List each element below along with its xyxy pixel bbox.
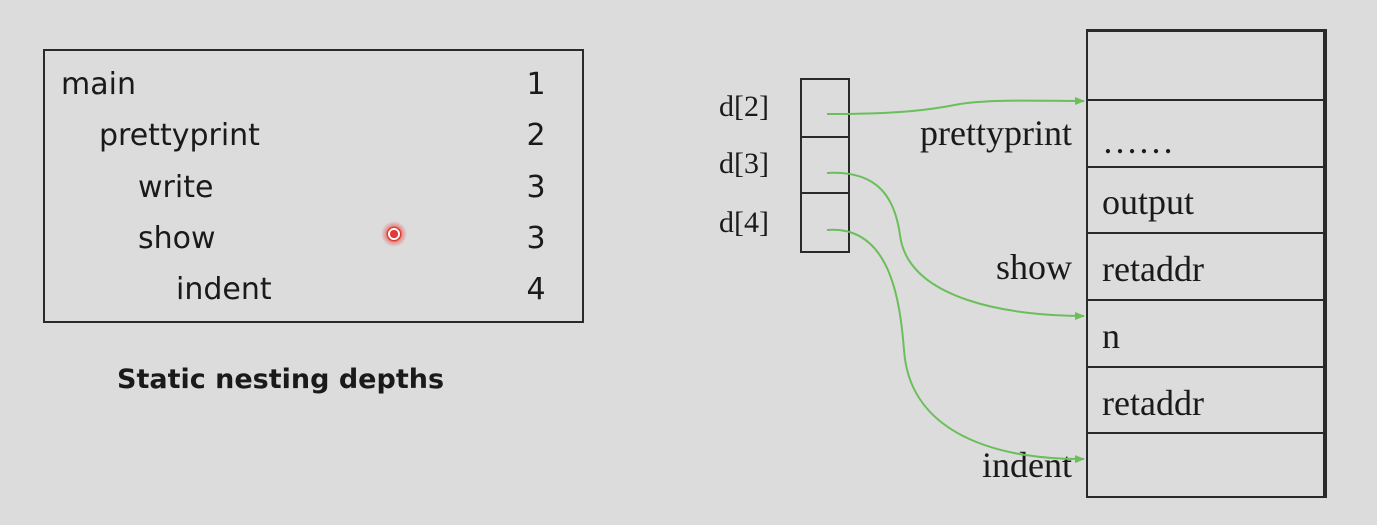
stack-slot-retaddr: retaddr	[1088, 366, 1323, 432]
nesting-depth: 3	[526, 170, 546, 205]
display-label-d3: d[3]	[719, 147, 769, 180]
nesting-row-write: write 3	[45, 162, 582, 214]
procedure-name: write	[138, 170, 214, 205]
static-nesting-table: main 1 prettyprint 2 write 3 show 3 inde…	[43, 49, 584, 323]
nesting-row-main: main 1	[45, 59, 582, 111]
stack-slot-indent	[1088, 432, 1323, 498]
nesting-depth: 4	[526, 272, 546, 307]
nesting-depth: 1	[526, 67, 546, 102]
stack-slot-n: n	[1088, 299, 1323, 366]
display-cell-d3	[802, 136, 848, 194]
procedure-name: show	[138, 221, 216, 256]
procedure-name: main	[61, 67, 136, 102]
display-array	[800, 78, 850, 253]
stack-slot-output: output	[1088, 166, 1323, 232]
frame-label-prettyprint: prettyprint	[920, 113, 1072, 153]
activation-stack: …… output retaddr n retaddr	[1086, 29, 1327, 498]
procedure-name: indent	[176, 272, 272, 307]
frame-label-show: show	[995, 247, 1072, 287]
nesting-row-show: show 3	[45, 213, 582, 265]
laser-pointer-icon	[381, 221, 407, 247]
display-label-d4: d[4]	[719, 206, 769, 239]
stack-slot-retaddr: retaddr	[1088, 232, 1323, 299]
display-cell-d4	[802, 194, 848, 252]
stack-slot	[1088, 32, 1323, 99]
nesting-row-prettyprint: prettyprint 2	[45, 110, 582, 162]
nesting-row-indent: indent 4	[45, 264, 582, 316]
display-label-d2: d[2]	[719, 90, 769, 123]
stack-slot-prettyprint: ……	[1088, 99, 1323, 166]
display-cell-d2	[802, 80, 848, 138]
nesting-depth: 2	[526, 118, 546, 153]
frame-label-indent: indent	[982, 445, 1072, 485]
procedure-name: prettyprint	[99, 118, 260, 153]
pointer-arrow-d3	[826, 171, 1085, 320]
table-caption: Static nesting depths	[117, 364, 445, 395]
nesting-depth: 3	[526, 221, 546, 256]
